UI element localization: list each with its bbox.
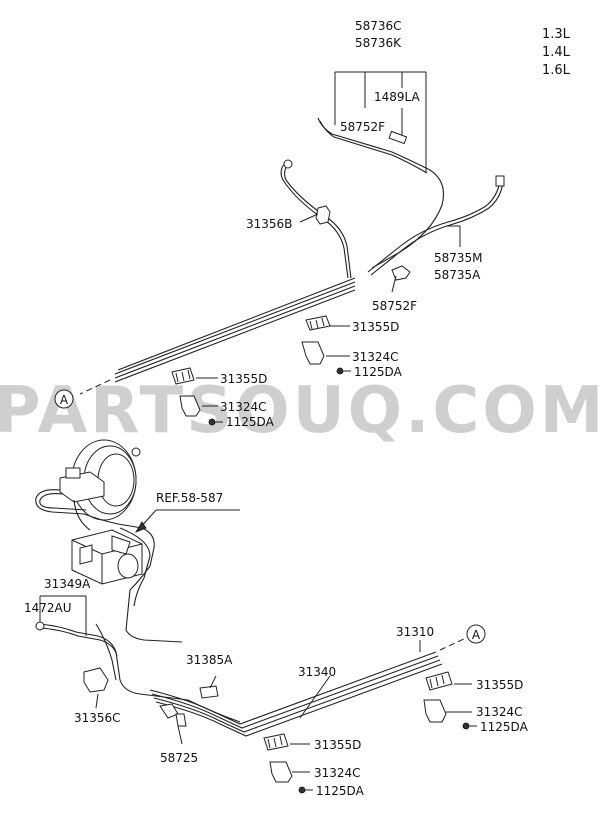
- label-1125da-b: 1125DA: [226, 415, 275, 429]
- label-31355d-a: 31355D: [352, 320, 399, 334]
- label-58725: 58725: [160, 751, 198, 765]
- connector-a-top-letter: A: [60, 393, 69, 407]
- label-1489la: 1489LA: [374, 90, 421, 104]
- label-1125da-d: 1125DA: [480, 720, 529, 734]
- label-31385a: 31385A: [186, 653, 233, 667]
- label-31355d-d: 31355D: [476, 678, 523, 692]
- label-1472au: 1472AU: [24, 601, 72, 615]
- engine-variants: 1.3L 1.4L 1.6L: [542, 27, 571, 78]
- label-58735a: 58735A: [434, 268, 481, 282]
- label-58735m: 58735M: [434, 251, 483, 265]
- label-1125da-a: 1125DA: [354, 365, 403, 379]
- label-58736k: 58736K: [355, 36, 402, 50]
- top-brake-lines: [79, 71, 505, 426]
- label-31324c-b: 31324C: [220, 400, 267, 414]
- label-ref-58-587: REF.58-587: [156, 491, 223, 505]
- engine-variant-2: 1.4L: [542, 45, 571, 60]
- label-58736c: 58736C: [355, 19, 402, 33]
- label-31356c: 31356C: [74, 711, 121, 725]
- bottom-labels: REF.58-587 31349A 1472AU 31356C 31385A 3…: [24, 491, 529, 798]
- label-1125da-c: 1125DA: [316, 784, 365, 798]
- connector-a-top: A: [54, 389, 74, 409]
- label-31349a: 31349A: [44, 577, 91, 591]
- label-58752f-top: 58752F: [340, 120, 385, 134]
- watermark: PARTSOUQ.COM: [0, 374, 600, 448]
- label-31324c-d: 31324C: [476, 705, 523, 719]
- connector-a-bottom: A: [466, 624, 486, 644]
- connector-a-bottom-letter: A: [472, 628, 481, 642]
- label-31355d-c: 31355D: [314, 738, 361, 752]
- label-31355d-b: 31355D: [220, 372, 267, 386]
- top-labels: 58736C 58736K 1489LA 58752F 31356B 58735…: [220, 19, 483, 429]
- label-31310: 31310: [396, 625, 434, 639]
- label-31356b: 31356B: [246, 217, 292, 231]
- brake-booster-and-abs: [35, 439, 477, 794]
- label-31324c-a: 31324C: [352, 350, 399, 364]
- label-31340: 31340: [298, 665, 336, 679]
- engine-variant-3: 1.6L: [542, 63, 571, 78]
- label-58752f-mid: 58752F: [372, 299, 417, 313]
- engine-variant-1: 1.3L: [542, 27, 571, 42]
- label-31324c-c: 31324C: [314, 766, 361, 780]
